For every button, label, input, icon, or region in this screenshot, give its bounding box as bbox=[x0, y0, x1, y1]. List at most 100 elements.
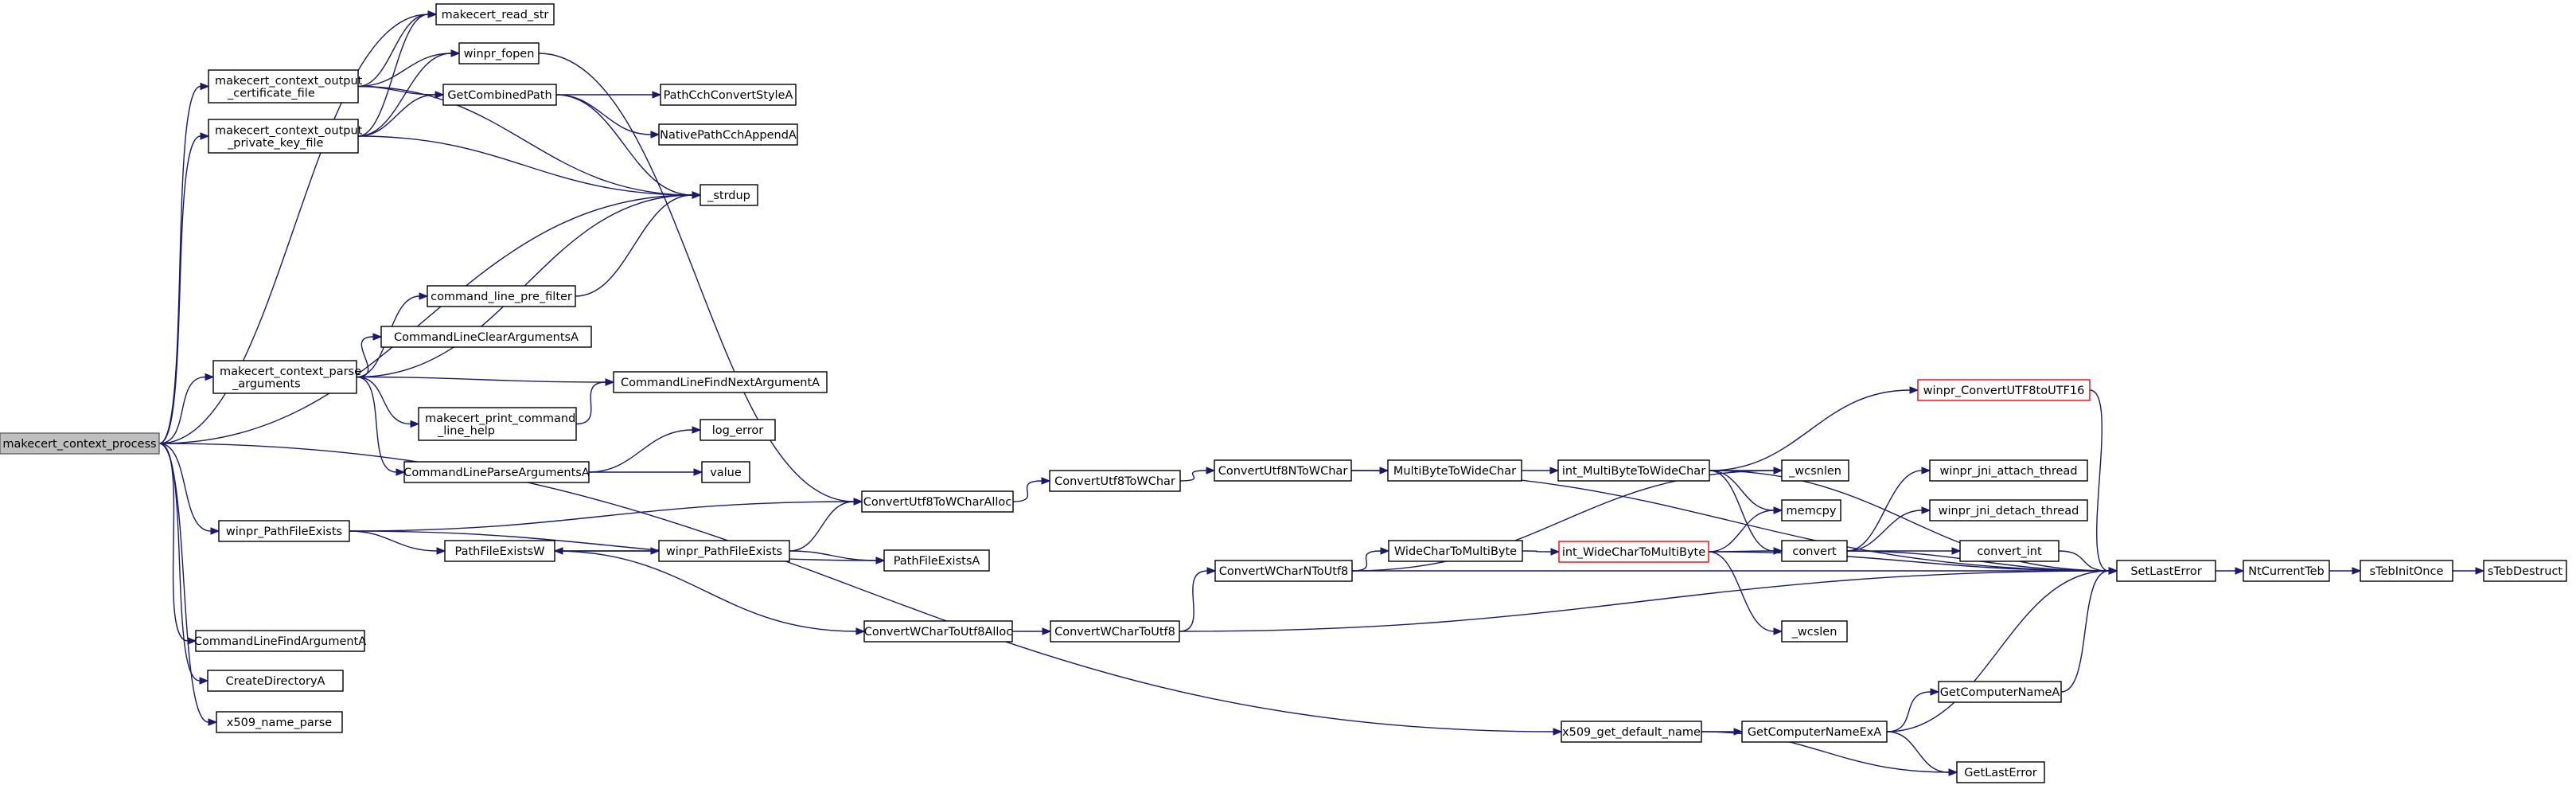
node-combined[interactable]: GetCombinedPath bbox=[442, 84, 557, 106]
node-box[interactable] bbox=[1214, 459, 1352, 482]
node-pfea[interactable]: PathFileExistsA bbox=[883, 549, 990, 572]
node-ntcurrentteb[interactable]: NtCurrentTeb bbox=[2243, 560, 2330, 582]
node-pre-filter[interactable]: command_line_pre_filter bbox=[427, 285, 576, 307]
node-box[interactable] bbox=[1781, 459, 1849, 482]
node-wcu8[interactable]: ConvertWCharToUtf8 bbox=[1050, 620, 1180, 643]
node-out-key[interactable]: makecert_context_output_private_key_file bbox=[208, 119, 363, 154]
node-setlasterror[interactable]: SetLastError bbox=[2116, 560, 2216, 582]
node-box[interactable] bbox=[658, 540, 790, 562]
node-native-append[interactable]: NativePathCchAppendA bbox=[658, 123, 798, 146]
node-box[interactable] bbox=[883, 549, 990, 572]
node-convert[interactable]: convert bbox=[1781, 540, 1848, 562]
node-value[interactable]: value bbox=[701, 461, 750, 483]
node-box[interactable] bbox=[613, 371, 828, 393]
node-box[interactable] bbox=[2116, 560, 2216, 582]
node-box[interactable] bbox=[458, 42, 540, 64]
node-memcpy[interactable]: memcpy bbox=[1781, 499, 1841, 521]
node-root[interactable]: makecert_context_process bbox=[0, 432, 160, 455]
node-box[interactable] bbox=[658, 123, 798, 146]
node-box[interactable] bbox=[1781, 499, 1841, 521]
node-box[interactable] bbox=[212, 360, 357, 394]
node-wcnu8[interactable]: ConvertWCharNToUtf8 bbox=[1214, 560, 1353, 582]
node-box[interactable] bbox=[208, 119, 359, 154]
node-box[interactable] bbox=[427, 285, 576, 307]
node-box[interactable] bbox=[444, 540, 555, 562]
node-box[interactable] bbox=[208, 69, 359, 104]
node-x509-parse[interactable]: x509_name_parse bbox=[216, 711, 343, 733]
node-box[interactable] bbox=[1959, 540, 2060, 562]
node-box[interactable] bbox=[701, 461, 750, 483]
node-out-cert[interactable]: makecert_context_output_certificate_file bbox=[208, 69, 363, 104]
node-box[interactable] bbox=[2360, 560, 2453, 582]
node-box[interactable] bbox=[1929, 499, 2088, 521]
node-utf8to16[interactable]: winpr_ConvertUTF8toUTF16 bbox=[1917, 379, 2091, 401]
node-box[interactable] bbox=[418, 407, 577, 441]
node-detach[interactable]: winpr_jni_detach_thread bbox=[1929, 499, 2088, 521]
node-int-wc2mb[interactable]: int_WideCharToMultiByte bbox=[1558, 541, 1709, 563]
node-box[interactable] bbox=[2483, 560, 2567, 582]
node-getlasterror[interactable]: GetLastError bbox=[1956, 761, 2045, 783]
node-createdir[interactable]: CreateDirectoryA bbox=[207, 670, 344, 692]
node-box[interactable] bbox=[435, 3, 555, 25]
node-find-next[interactable]: CommandLineFindNextArgumentA bbox=[613, 371, 828, 393]
node-box[interactable] bbox=[1781, 540, 1848, 562]
node-box[interactable] bbox=[380, 326, 592, 348]
node-box[interactable] bbox=[863, 620, 1013, 643]
node-box[interactable] bbox=[1557, 459, 1710, 482]
node-box[interactable] bbox=[1781, 620, 1848, 643]
node-fopen[interactable]: winpr_fopen bbox=[458, 42, 540, 64]
node-box[interactable] bbox=[1938, 681, 2062, 703]
node-attach[interactable]: winpr_jni_attach_thread bbox=[1929, 459, 2088, 482]
node-find-arg[interactable]: CommandLineFindArgumentA bbox=[194, 630, 366, 652]
node-wcslen[interactable]: _wcslen bbox=[1781, 620, 1848, 643]
node-box[interactable] bbox=[1049, 470, 1181, 492]
node-box[interactable] bbox=[1917, 379, 2091, 401]
node-int-mb2wc[interactable]: int_MultiByteToWideChar bbox=[1557, 459, 1710, 482]
node-read-str[interactable]: makecert_read_str bbox=[435, 3, 555, 25]
node-box[interactable] bbox=[1558, 541, 1709, 563]
node-box[interactable] bbox=[442, 84, 557, 106]
node-convert-int[interactable]: convert_int bbox=[1959, 540, 2060, 562]
node-mb2wc[interactable]: MultiByteToWideChar bbox=[1387, 459, 1522, 482]
node-box[interactable] bbox=[403, 461, 590, 483]
node-box[interactable] bbox=[1741, 721, 1888, 743]
node-box[interactable] bbox=[1388, 540, 1523, 562]
node-clear-args[interactable]: CommandLineClearArgumentsA bbox=[380, 326, 592, 348]
node-box[interactable] bbox=[1214, 560, 1353, 582]
node-strdup[interactable]: _strdup bbox=[700, 184, 758, 206]
node-u8nwc[interactable]: ConvertUtf8NToWChar bbox=[1214, 459, 1352, 482]
node-box[interactable] bbox=[1050, 620, 1180, 643]
node-cl-parse[interactable]: CommandLineParseArgumentsA bbox=[403, 461, 590, 483]
node-box[interactable] bbox=[1929, 459, 2088, 482]
node-u8wc[interactable]: ConvertUtf8ToWChar bbox=[1049, 470, 1181, 492]
node-box[interactable] bbox=[1561, 721, 1702, 743]
node-pfew[interactable]: PathFileExistsW bbox=[444, 540, 555, 562]
node-parse-args[interactable]: makecert_context_parse_arguments bbox=[212, 360, 361, 394]
node-pfe1[interactable]: winpr_PathFileExists bbox=[218, 520, 350, 542]
node-wc2mb[interactable]: WideCharToMultiByte bbox=[1388, 540, 1523, 562]
node-gcn[interactable]: GetComputerNameA bbox=[1938, 681, 2062, 703]
node-box[interactable] bbox=[861, 490, 1014, 513]
node-pfe2[interactable]: winpr_PathFileExists bbox=[658, 540, 790, 562]
node-box[interactable] bbox=[218, 520, 350, 542]
node-x509-default[interactable]: x509_get_default_name bbox=[1561, 721, 1702, 743]
node-box[interactable] bbox=[2243, 560, 2330, 582]
node-log-error[interactable]: log_error bbox=[700, 419, 776, 441]
node-wcsnlen[interactable]: _wcsnlen bbox=[1781, 459, 1849, 482]
node-box[interactable] bbox=[195, 630, 365, 652]
node-box[interactable] bbox=[207, 670, 344, 692]
node-gcn-ex[interactable]: GetComputerNameExA bbox=[1741, 721, 1888, 743]
node-pcch-style[interactable]: PathCchConvertStyleA bbox=[660, 84, 797, 106]
node-u8wc-alloc[interactable]: ConvertUtf8ToWCharAlloc bbox=[861, 490, 1014, 513]
node-box[interactable] bbox=[1956, 761, 2045, 783]
node-wcu8-alloc[interactable]: ConvertWCharToUtf8Alloc bbox=[863, 620, 1013, 643]
node-box[interactable] bbox=[216, 711, 343, 733]
node-box[interactable] bbox=[1387, 459, 1522, 482]
node-tebdestruct[interactable]: sTebDestruct bbox=[2483, 560, 2567, 582]
node-box[interactable] bbox=[660, 84, 797, 106]
node-box[interactable] bbox=[0, 432, 160, 455]
node-box[interactable] bbox=[700, 184, 758, 206]
node-print-help[interactable]: makecert_print_command_line_help bbox=[418, 407, 577, 441]
node-box[interactable] bbox=[700, 419, 776, 441]
node-tebinit[interactable]: sTebInitOnce bbox=[2360, 560, 2453, 582]
